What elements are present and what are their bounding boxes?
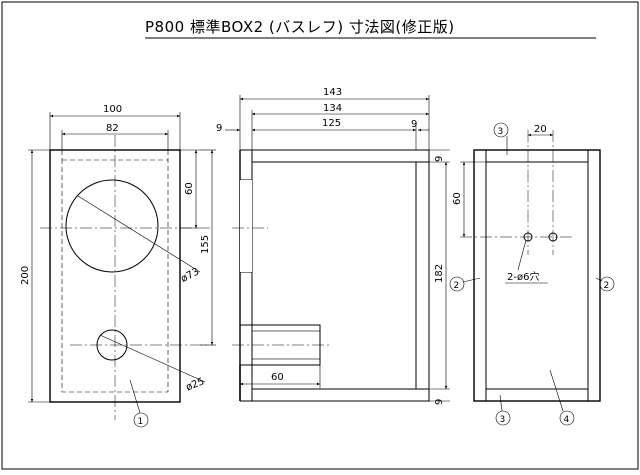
part-label-3-top: 3 [498, 127, 504, 137]
back-view: 20 60 2-ø6穴 3 2 2 3 4 [449, 122, 615, 426]
note-back-holes: 2-ø6穴 [507, 270, 539, 283]
back-panel-outline [473, 149, 601, 402]
dim-side-left-panel: 9 [216, 123, 222, 134]
dim-back-hole-spacing: 20 [534, 124, 547, 135]
part-label-4: 4 [564, 415, 570, 425]
dim-port-dia: ø25 [184, 376, 206, 393]
dim-port-offset: 155 [200, 235, 211, 254]
part-balloon-1 [133, 412, 149, 428]
side-section-view: 143 134 125 9 9 182 9 9 60 [216, 87, 450, 405]
bottom-panel-section [251, 388, 430, 402]
front-view: 100 82 200 60 155 ø73 ø25 1 [20, 104, 216, 428]
part-balloon-2-left [449, 276, 465, 292]
dim-driver-offset: 60 [184, 182, 195, 195]
terminal-hole-right [548, 232, 558, 242]
part-label-3-bottom: 3 [500, 415, 506, 425]
back-panel-section [415, 161, 430, 390]
driver-dia-leader [77, 195, 201, 273]
dim-side-bottom-panel: 9 [434, 399, 445, 405]
part-balloon-4 [559, 410, 575, 426]
dim-port-length: 60 [271, 372, 284, 383]
dim-side-mid: 134 [323, 103, 342, 114]
port-dia-leader [99, 334, 206, 383]
dim-front-width-outer: 100 [103, 104, 122, 115]
port-hole [96, 329, 128, 361]
dim-front-width-inner: 82 [106, 123, 119, 134]
drawing-title: P800 標準BOX2 (バスレフ) 寸法図(修正版) [145, 18, 455, 36]
top-panel-section [251, 149, 430, 163]
part-balloon-2-right [599, 276, 615, 292]
dim-side-height: 182 [434, 264, 445, 283]
part-label-2-left: 2 [454, 281, 460, 291]
driver-hole [65, 179, 159, 273]
dim-side-inner: 125 [322, 118, 341, 129]
dim-side-outer: 143 [323, 87, 342, 98]
part-balloon-3-bottom [495, 410, 511, 426]
terminal-hole-left [523, 232, 533, 242]
part-balloon-3-top [493, 122, 509, 138]
dim-back-hole-offset: 60 [452, 192, 463, 205]
dim-front-height: 200 [20, 266, 31, 285]
dim-side-top-panel: 9 [434, 156, 445, 162]
dim-driver-dia: ø73 [179, 266, 201, 285]
dim-side-right-panel: 9 [411, 119, 417, 130]
part-label-1: 1 [138, 417, 144, 427]
part-label-2-right: 2 [604, 281, 610, 291]
